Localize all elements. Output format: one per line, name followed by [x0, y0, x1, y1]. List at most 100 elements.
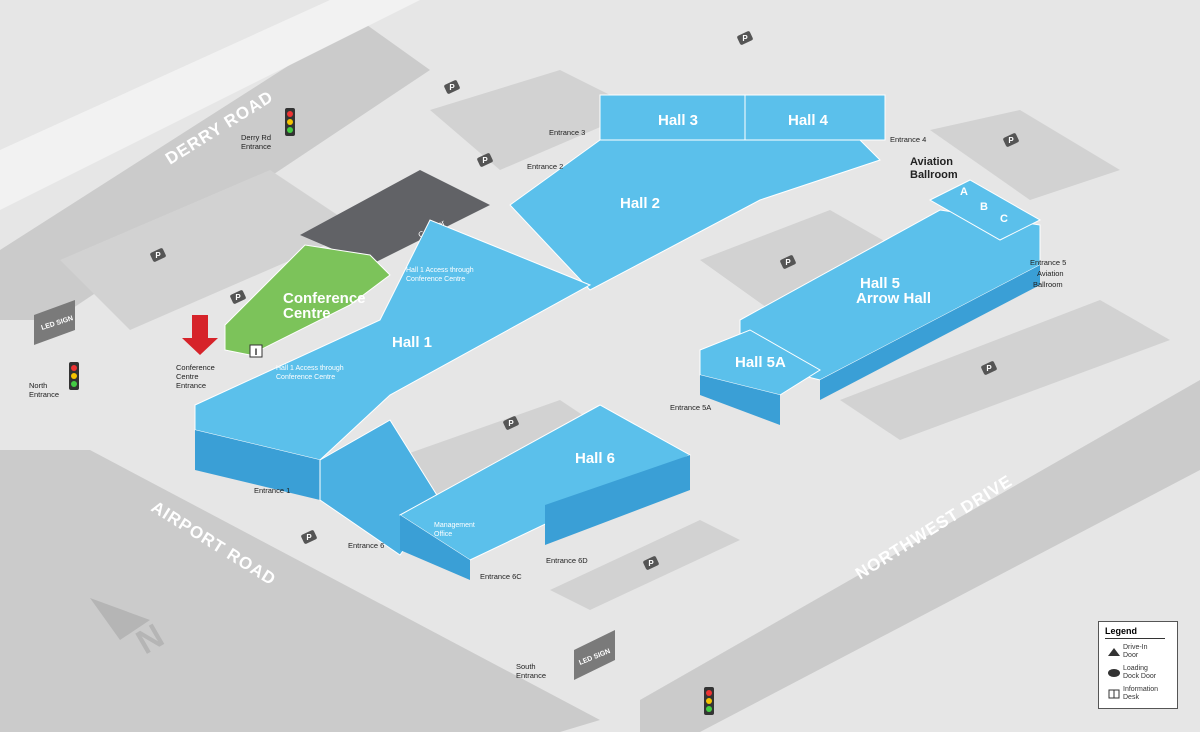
entrance3-label: Entrance 3 — [549, 128, 585, 137]
hall4-label: Hall 4 — [788, 112, 829, 129]
lot-central — [700, 210, 900, 310]
entrance6-label: Entrance 6 — [348, 541, 384, 550]
info-desk-icon — [249, 344, 263, 358]
northwest-drive — [640, 380, 1200, 732]
svg-text:Conference Centre: Conference Centre — [406, 276, 465, 283]
information-desk-icon — [1105, 689, 1123, 699]
entrance1-label: Entrance 1 — [254, 486, 290, 495]
drive-in-door-icon — [1105, 647, 1123, 657]
parking-icon: P — [444, 80, 460, 94]
lot-west — [60, 170, 360, 330]
parking-icon: P — [780, 255, 796, 269]
svg-text:Aviation: Aviation — [1037, 269, 1064, 278]
parking-icon: P — [643, 556, 659, 570]
svg-text:Entrance: Entrance — [516, 671, 546, 680]
lot-north — [430, 70, 640, 170]
loading-dock-icon — [1105, 668, 1123, 678]
hall5a-block — [699, 329, 821, 396]
hall3-label: Hall 3 — [658, 112, 698, 129]
derry-entrance-label: Derry Rd — [241, 133, 271, 142]
led-sign-icon: LED SIGN — [574, 630, 615, 680]
hall5a-side — [700, 375, 780, 425]
management-label: Management — [434, 522, 475, 529]
svg-text:P: P — [986, 364, 992, 373]
hall1-label: Hall 1 — [392, 334, 432, 351]
svg-text:Entrance: Entrance — [176, 381, 206, 390]
centre-label: Centre — [283, 305, 331, 322]
hall2-block — [509, 139, 881, 291]
hall1-side — [195, 430, 320, 500]
svg-text:P: P — [508, 419, 514, 428]
parking-icon: P — [477, 153, 493, 167]
hall1-access-bottom: Hall 1 Access through — [276, 365, 344, 372]
hall5-label: Hall 5 — [860, 275, 900, 292]
svg-text:P: P — [235, 293, 241, 302]
svg-text:P: P — [155, 251, 161, 260]
hall2-label: Hall 2 — [620, 195, 660, 212]
arrow-hall-label: Arrow Hall — [856, 290, 931, 307]
hall5-side — [820, 265, 1040, 400]
aviation-block — [928, 179, 1042, 241]
lot-northeast — [930, 110, 1120, 200]
entrance5-label: Entrance 5 — [1030, 258, 1066, 267]
svg-text:Entrance: Entrance — [241, 142, 271, 151]
conference-entrance-label: Conference — [176, 363, 215, 372]
parking-icon: P — [737, 31, 753, 45]
svg-text:Conference Centre: Conference Centre — [276, 374, 335, 381]
hall6-side — [400, 515, 470, 580]
room-a-label: A — [960, 186, 968, 198]
parking-icon: P — [230, 290, 246, 304]
parking-layer: P P P P P P P P P P P — [150, 31, 1019, 570]
conference-arrow-icon — [182, 315, 218, 355]
parking-icon: P — [301, 530, 317, 544]
aviation-label: Aviation — [910, 156, 953, 168]
entrance5a-label: Entrance 5A — [670, 403, 711, 412]
svg-text:P: P — [449, 83, 455, 92]
parking-icon: P — [1003, 133, 1019, 147]
hall1-access-top: Hall 1 Access through — [406, 267, 474, 274]
svg-text:Ballroom: Ballroom — [1033, 280, 1063, 289]
entrance6c-label: Entrance 6C — [480, 572, 522, 581]
room-b-label: B — [980, 201, 988, 213]
svg-text:P: P — [648, 559, 654, 568]
svg-text:Entrance: Entrance — [29, 390, 59, 399]
svg-text:P: P — [785, 258, 791, 267]
airport-road — [0, 450, 600, 732]
entrance2-label: Entrance 2 — [527, 162, 563, 171]
conference-centre-block — [224, 244, 391, 356]
entrance6d-label: Entrance 6D — [546, 556, 588, 565]
traffic-light-icon — [285, 108, 295, 136]
parking-icon: P — [150, 248, 166, 262]
svg-text:P: P — [306, 533, 312, 542]
hall3-4-block — [599, 94, 886, 141]
derry-sidewalk — [0, 0, 420, 210]
parking-icon: P — [981, 361, 997, 375]
svg-text:P: P — [1008, 136, 1014, 145]
svg-text:P: P — [482, 156, 488, 165]
legend-title: Legend — [1105, 626, 1165, 639]
office-label: Office — [434, 531, 452, 538]
svg-text:Centre: Centre — [176, 372, 199, 381]
room-c-label: C — [1000, 213, 1008, 225]
hall6-label: Hall 6 — [575, 450, 615, 467]
hall5a-label: Hall 5A — [735, 354, 786, 371]
lot-inner — [390, 400, 620, 500]
conference-label: Conference — [283, 290, 366, 307]
north-entrance-label: North — [29, 381, 47, 390]
hall6-front — [545, 455, 690, 545]
traffic-light-icon — [704, 687, 714, 715]
lot-east — [840, 300, 1170, 440]
traffic-light-icon — [69, 362, 79, 390]
parking-icon: P — [503, 416, 519, 430]
svg-text:P: P — [742, 34, 748, 43]
ballroom-label: Ballroom — [910, 169, 958, 181]
corridor-block — [300, 170, 490, 265]
svg-text:I: I — [255, 347, 258, 357]
south-entrance-label: South — [516, 662, 536, 671]
